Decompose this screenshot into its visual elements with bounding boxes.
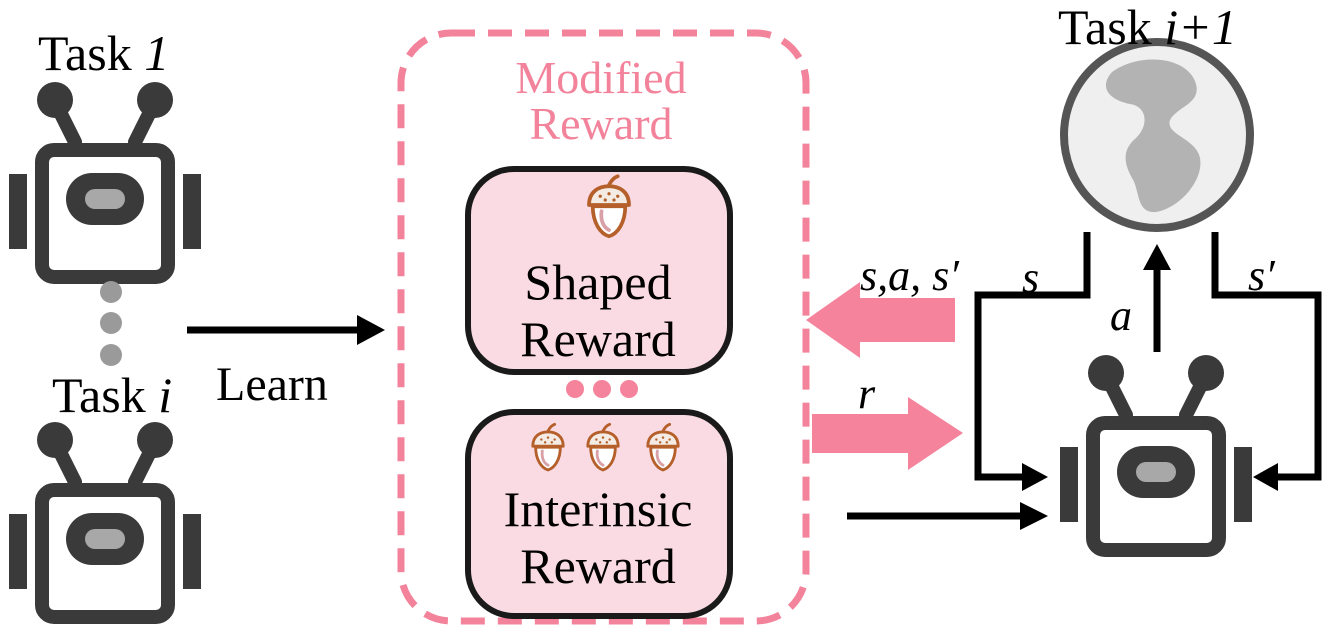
shaped-reward-box — [465, 166, 733, 375]
state-label: s — [1022, 253, 1040, 302]
reward-arrow — [812, 397, 963, 470]
ellipsis-dots-icon — [566, 380, 638, 398]
next-state-label: s′ — [1248, 251, 1275, 300]
next-state-wire — [1211, 232, 1322, 491]
transition-arrow — [806, 282, 955, 358]
globe-icon — [1060, 38, 1254, 232]
input-arrow — [847, 502, 1048, 530]
learn-label: Learn — [216, 358, 328, 411]
ellipsis-dots-icon — [100, 281, 122, 366]
task-1-label: Task 1 — [38, 25, 170, 81]
transition-label: s,a, s′ — [860, 251, 959, 300]
modified-reward-title: Modified Reward — [515, 52, 687, 149]
task-i-label: Task i — [52, 367, 173, 423]
intrinsic-reward-label: Interinsic Reward — [503, 481, 693, 594]
robot-icon-agent — [1060, 355, 1252, 550]
task-next-label: Task i+1 — [1058, 0, 1237, 55]
action-arrow — [1143, 244, 1171, 352]
state-wire — [974, 232, 1091, 491]
robot-icon-task-i — [9, 422, 201, 617]
action-label: a — [1110, 291, 1132, 340]
robot-icon-task-1 — [9, 82, 201, 277]
shaped-reward-label: Shaped Reward — [520, 254, 676, 367]
learn-arrow — [187, 315, 385, 345]
modified-reward-container — [397, 29, 810, 625]
reward-label: r — [858, 369, 876, 418]
